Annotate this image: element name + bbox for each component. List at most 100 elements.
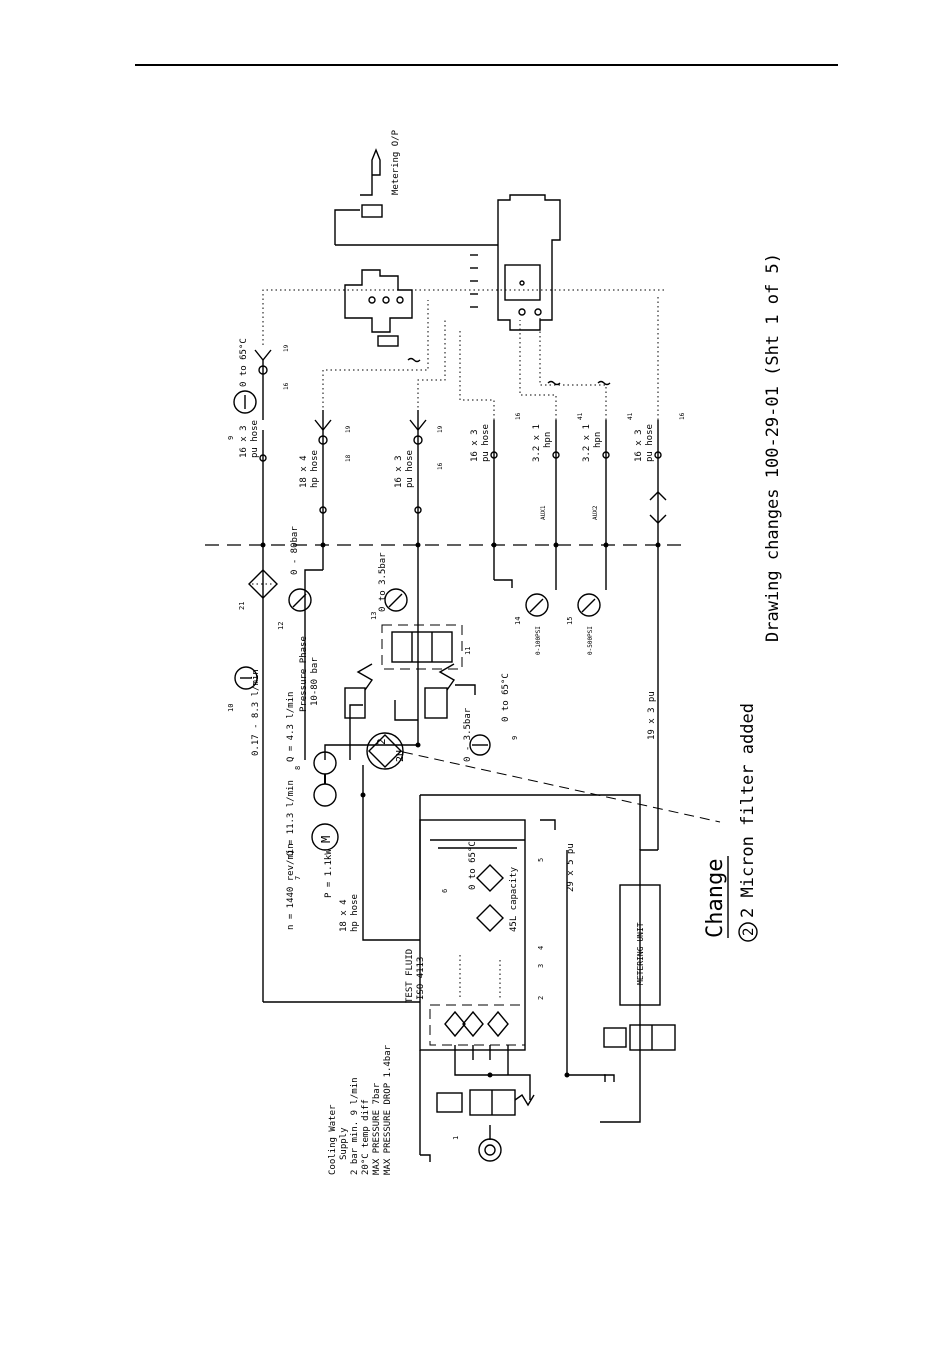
drawing-reference: Drawing changes 100-29-01 (Sht 1 of 5): [763, 253, 783, 642]
directional-valve: [391, 631, 453, 663]
signal-line-1: [262, 289, 665, 345]
part-16-c: 16: [515, 412, 522, 420]
signal-line-3: [417, 320, 446, 412]
drain-1: [604, 1074, 615, 1082]
cooling-water-line-1: Cooling Water: [328, 1104, 338, 1175]
gauge-13: [384, 588, 408, 612]
pipe-pressure-phase: [349, 704, 363, 760]
top-rule: [135, 64, 838, 66]
coupling-b: [409, 419, 427, 432]
thermometer-top-part: 9: [227, 436, 235, 440]
gauge-15-range: 0-500PSI: [587, 626, 594, 655]
hose-return-pu: 19 x 3 pu: [647, 691, 657, 740]
pipe-tank-top: [420, 794, 641, 850]
filter-21: [248, 569, 278, 599]
flow-meter-range: 0.17 - 8.3 l/min: [251, 669, 261, 756]
thermometer-tank-range: 0 to 65°C: [468, 841, 478, 890]
gauge-14-range: 0-100PSI: [535, 626, 542, 655]
tank-part-5: 5: [537, 858, 545, 862]
relief-valve-11: [424, 687, 448, 719]
signal-line-2: [322, 300, 429, 412]
pressure-phase-line-1: Pressure Phase: [299, 636, 309, 712]
filter-change-number: 2: [375, 738, 388, 745]
cooling-water-line-2: Supply: [339, 1127, 349, 1160]
part-16-top: 16: [283, 382, 290, 390]
hose-supply-hp-type: hp hose: [350, 894, 360, 932]
hose-pu-2-type: pu hose: [405, 450, 415, 488]
relief-valve-pressure: [344, 687, 366, 719]
return-coupling-a: [649, 491, 667, 501]
tank-part-1: 1: [452, 1136, 460, 1140]
gauge-12-part: 12: [277, 622, 285, 630]
metering-unit-label: METERING UNIT: [636, 922, 645, 985]
change-number: 2: [741, 928, 757, 936]
part-19-top: 19: [283, 344, 290, 352]
gauge-12-range: 0 - 80bar: [290, 526, 300, 575]
change-circle: [366, 732, 404, 770]
pipe-pump-manifold: [324, 744, 418, 760]
pump-speed: n = 1440 rev/min: [286, 843, 296, 930]
part-16-d: 16: [679, 412, 686, 420]
hose-hpn-2-size: 3.2 x 1: [582, 424, 592, 462]
connection-nodes: [259, 451, 662, 1078]
part-18: 18: [345, 454, 352, 462]
pipe-relief: [394, 700, 418, 721]
thermometer-return-part: 9: [511, 736, 519, 740]
part-16-b: 16: [437, 462, 444, 470]
change-number-circle: [738, 922, 758, 942]
cooling-water-line-4: 20°C temp diff: [361, 1099, 371, 1175]
tank-filter-5: [476, 864, 504, 892]
relief-drain: [455, 684, 476, 695]
hose-hpn-2-type: hpn: [593, 432, 603, 448]
return-coupling-b: [649, 514, 667, 524]
change-text: 2 Micron filter added: [738, 703, 758, 918]
signal-line-4: [459, 330, 495, 420]
metering-unit-box: [619, 884, 661, 1006]
part-19-a: 19: [345, 425, 352, 433]
hose-pu-3-type: pu hose: [481, 424, 491, 462]
part-7: 7: [294, 876, 302, 880]
part-41-a: 41: [577, 412, 584, 420]
cooling-water-line-6: MAX PRESSURE DROP 1.4bar: [383, 1044, 393, 1175]
relief-part: 11: [464, 647, 472, 655]
pump-8-lower: [313, 783, 337, 807]
drain-3: [420, 1154, 431, 1162]
metering-output-label: Metering O/P: [391, 129, 401, 195]
check-valve-19-b: [413, 435, 423, 445]
tank-part-4: 4: [537, 946, 545, 950]
aux2-label: AUX2: [592, 505, 599, 520]
change-leader: [402, 751, 721, 823]
thermometer-top-range: 0 to 65°C: [239, 338, 249, 387]
flow-meter-part: 10: [227, 704, 235, 712]
gauge-14: [525, 593, 549, 617]
pump-flow-2: Q = 4.3 l/min: [286, 692, 296, 762]
tank-part-3: 3: [537, 964, 545, 968]
tank-filter-4: [476, 904, 504, 932]
hose-metering-pu: 29 x 5 pu: [566, 843, 576, 892]
change-heading: Change: [703, 859, 728, 938]
hose-supply-hp-size: 18 x 4: [339, 899, 349, 932]
hose-hpn-1-size: 3.2 x 1: [532, 424, 542, 462]
gauge-15-part: 15: [566, 617, 574, 625]
water-source-inner: [484, 1144, 496, 1156]
hose-hpn-1-type: hpn: [543, 432, 553, 448]
gauge-12: [288, 588, 312, 612]
motor-7: [311, 823, 339, 851]
tank-capacity: 45L capacity: [509, 866, 519, 932]
gauge-13-range: 0 to 3.5bar: [378, 552, 388, 612]
pipe-pressure-riser: [304, 569, 323, 760]
test-fluid-line-1: TEST FLUID: [405, 949, 415, 1003]
test-fluid-line-2: ISO 4113: [416, 957, 426, 1000]
thermometer-tank-part: 6: [441, 889, 449, 893]
thermometer-9-top: [233, 390, 257, 414]
part-21: 21: [238, 602, 246, 610]
pipe-suction: [362, 765, 420, 941]
test-stand-drawing: [334, 148, 561, 331]
water-source: [478, 1138, 502, 1162]
drain-pu-3: [494, 579, 513, 588]
cooler-filter-b: [462, 1010, 484, 1038]
injection-pump-drawing: [344, 269, 413, 347]
part-8: 8: [294, 766, 302, 770]
relief-range: 0 - 3.5bar: [463, 707, 473, 762]
